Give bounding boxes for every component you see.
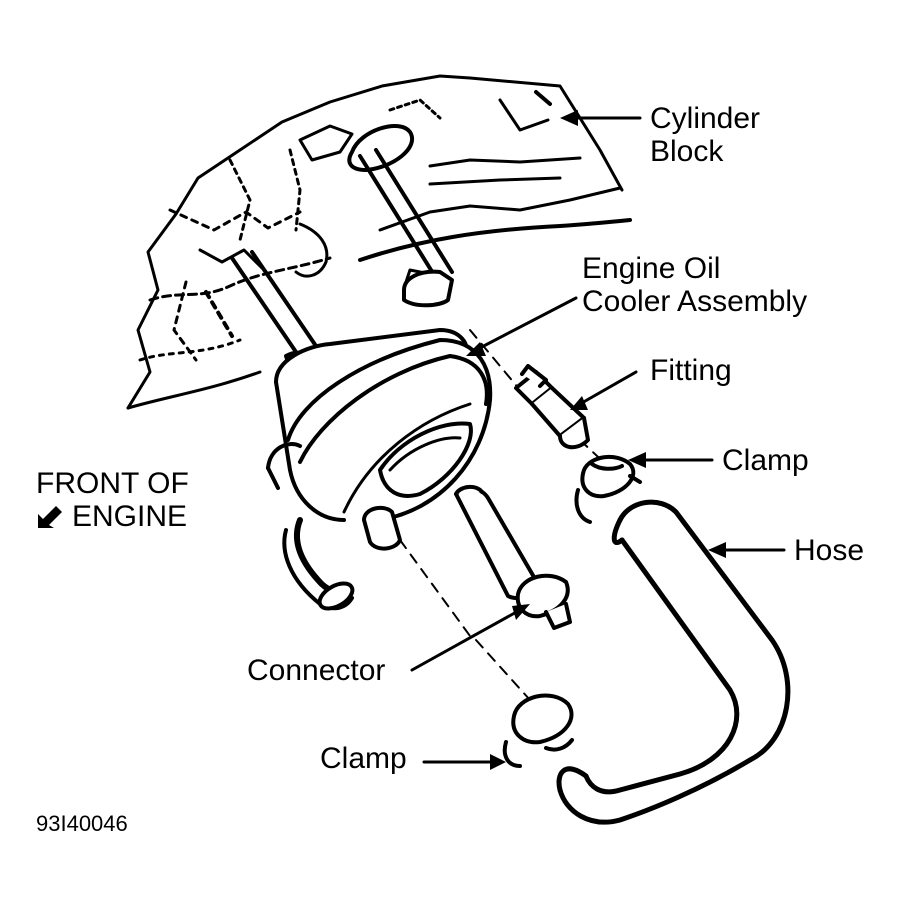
cylinder-block-label-line1: Cylinder [650, 102, 761, 135]
connector-label: Connector [247, 654, 386, 687]
arrow-down-left-icon [38, 505, 62, 528]
oil-cooler-label-line2: Cooler Assembly [582, 285, 808, 318]
hose-drawing [556, 499, 791, 825]
fitting-drawing [514, 364, 590, 450]
oil-cooler-housing [266, 269, 493, 611]
clamp-upper-label: Clamp [722, 444, 809, 477]
fitting-label: Fitting [650, 354, 732, 387]
cylinder-block-drawing [126, 74, 632, 410]
oil-cooler-assembly-label: Engine Oil Cooler Assembly [582, 252, 807, 318]
front-of-engine-line2: ENGINE [72, 500, 188, 533]
front-of-engine-line1: FRONT OF [36, 467, 189, 500]
connector-drawing [454, 485, 572, 630]
clamp-lower-label: Clamp [320, 742, 407, 775]
cylinder-block-label: Cylinder Block [650, 102, 760, 168]
clamp-upper-drawing [574, 454, 642, 524]
leader-arrowheads [466, 110, 726, 770]
front-of-engine-line2-row: ENGINE [36, 500, 189, 533]
oil-cooler-label-line1: Engine Oil [582, 252, 721, 285]
clamp-lower-drawing [502, 693, 574, 768]
figure-id-label: 93I40046 [36, 811, 128, 836]
front-of-engine-label: FRONT OF ENGINE [36, 467, 189, 533]
cylinder-block-label-line2: Block [650, 135, 724, 168]
hose-label: Hose [794, 534, 865, 567]
leader-lines [410, 116, 786, 764]
